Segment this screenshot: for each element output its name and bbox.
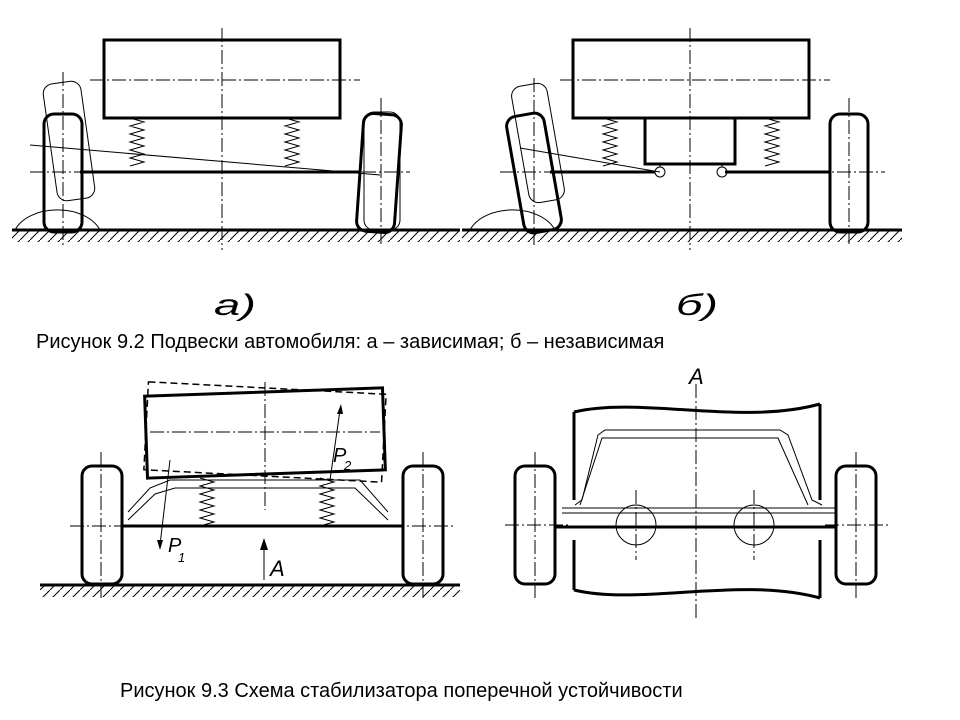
- frame-top-edge: [573, 402, 821, 414]
- wheel-left-b: [505, 111, 563, 235]
- ground-c: [40, 585, 460, 597]
- body-b: [571, 38, 811, 120]
- label-a-left: A: [268, 556, 285, 581]
- label-b: б): [676, 289, 718, 322]
- subframe-b: [643, 116, 737, 166]
- frame-bottom-edge: [573, 588, 821, 600]
- ground-a: [12, 230, 460, 242]
- wheel-left-a-tilted: [42, 80, 96, 202]
- figure-92b-independent-suspension: [462, 28, 902, 250]
- figure-93-stabilizer-side-view: A P 1 P 2: [40, 381, 460, 598]
- figure-93-stabilizer-top-view: A: [505, 364, 890, 620]
- label-p1-sub: 1: [178, 550, 185, 565]
- label-p1: P: [168, 535, 182, 557]
- body-c: [143, 386, 387, 480]
- ground-b: [462, 230, 902, 242]
- wheel-right-a: [355, 111, 403, 235]
- label-a: а): [214, 289, 256, 322]
- figure-92-caption: Рисунок 9.2 Подвески автомобиля: а – зав…: [36, 331, 665, 353]
- figure-93-caption: Рисунок 9.3 Схема стабилизатора поперечн…: [120, 680, 683, 702]
- label-p2: P: [333, 445, 347, 467]
- wheel-left-c: [80, 464, 124, 586]
- label-p2-sub: 2: [343, 458, 352, 473]
- label-a-right: A: [687, 364, 704, 389]
- figure-92a-dependent-suspension: [12, 28, 460, 250]
